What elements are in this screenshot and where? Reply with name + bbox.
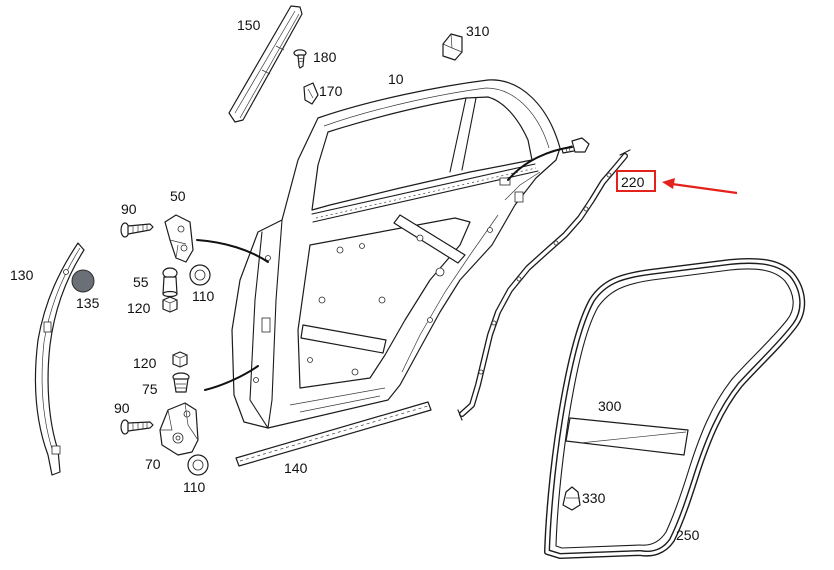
part-135-plug — [71, 269, 95, 293]
callout-50: 50 — [170, 188, 186, 204]
callout-10: 10 — [388, 71, 404, 87]
part-75-bolt — [172, 372, 190, 393]
part-150-window-trim — [228, 5, 303, 123]
highlight-arrow — [662, 178, 738, 195]
part-10-door-shell — [231, 79, 561, 429]
part-50-bracket — [164, 214, 194, 263]
part-330-clip — [562, 486, 581, 511]
callout-90-lower: 90 — [114, 400, 130, 416]
leader-line-bracket-to-door — [196, 239, 269, 263]
callout-130: 130 — [10, 267, 34, 283]
callout-75: 75 — [142, 381, 158, 397]
part-170-clip — [303, 82, 319, 105]
callout-135: 135 — [76, 295, 100, 311]
callout-300: 300 — [598, 398, 622, 414]
callout-110-lower: 110 — [183, 479, 206, 495]
part-180-screw — [293, 49, 307, 69]
part-140-sill-strip — [235, 401, 432, 467]
callout-90-upper: 90 — [121, 201, 137, 217]
callout-180: 180 — [313, 49, 337, 65]
part-70-hinge — [159, 402, 199, 456]
part-130-trim-strip — [34, 242, 85, 476]
callout-170: 170 — [319, 83, 343, 99]
callout-220: 220 — [621, 174, 645, 190]
part-120-nut-lower — [172, 351, 188, 368]
part-310-cap — [442, 33, 463, 61]
callout-120-upper: 120 — [127, 300, 151, 316]
part-300-pad — [565, 417, 689, 456]
callout-150: 150 — [237, 17, 261, 33]
leader-line-door-to-bolt — [507, 146, 573, 181]
leader-line-bolt-to-door — [204, 365, 259, 391]
highlight-box-220 — [616, 170, 656, 192]
part-110-nut-lower — [187, 454, 209, 476]
callout-310: 310 — [466, 23, 490, 39]
part-90-screw-upper — [120, 222, 154, 238]
part-250-door-seal — [544, 257, 806, 559]
part-90-screw-lower — [120, 419, 154, 435]
callout-70: 70 — [145, 456, 161, 472]
callout-140: 140 — [284, 460, 308, 476]
bolt — [561, 137, 590, 154]
part-120-nut-upper — [162, 296, 178, 313]
part-55-pin — [162, 267, 178, 298]
part-110-nut-upper — [189, 264, 211, 286]
callout-55: 55 — [133, 274, 149, 290]
callout-330: 330 — [582, 490, 606, 506]
callout-110-upper: 110 — [192, 288, 215, 304]
callout-250: 250 — [676, 527, 700, 543]
callout-120-lower: 120 — [133, 355, 157, 371]
part-220-seal-strip — [457, 149, 631, 421]
